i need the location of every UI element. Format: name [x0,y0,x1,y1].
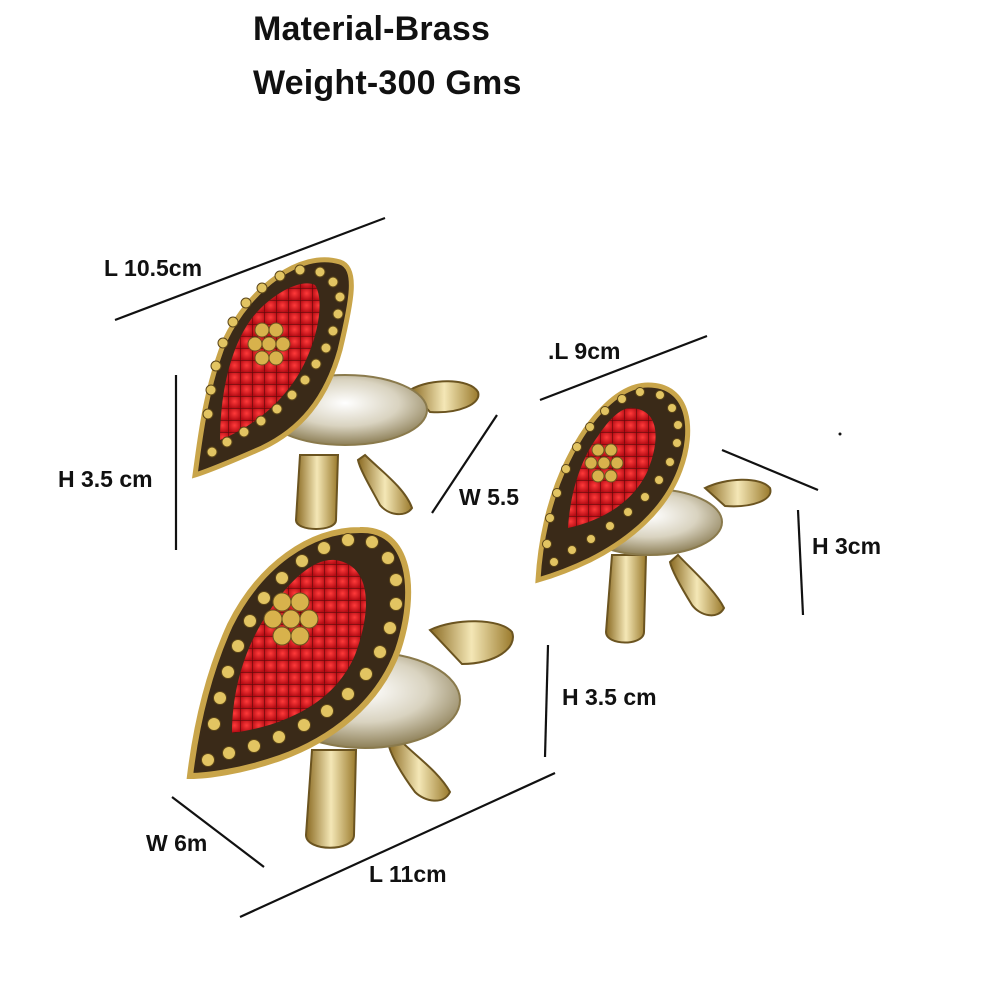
label-width-right: W 5.5 [459,484,520,510]
turtle-leg [294,454,340,530]
dim-line-length-top [114,216,386,322]
label-height-bottom: H 3.5 cm [562,684,657,710]
label-width-bottom: W 6m [146,830,208,856]
label-length-right: .L 9cm [548,338,621,364]
turtle-top-left-figure [191,257,480,530]
turtle-leg [304,749,358,849]
material-title: Material-Brass [253,10,491,48]
turtle-head [428,620,514,666]
dim-line-length-right [539,334,708,402]
label-height-top: H 3.5 cm [58,466,153,492]
label-height-right: H 3cm [812,533,882,559]
dim-line-width-right [431,414,498,514]
turtle-leg [356,453,414,516]
turtle-leg [604,554,648,644]
dim-line-height-bottom [543,644,550,758]
turtle-bottom-figure [186,526,514,849]
dim-line-length-bottom [239,771,556,919]
weight-title: Weight-300 Gms [253,64,522,102]
turtle-shell-red [232,559,366,733]
dim-line-height-right [796,509,805,616]
turtle-leg [668,553,726,617]
label-length-bottom: L 11cm [369,861,447,887]
turtle-head [703,478,772,508]
turtle-leg [386,733,452,802]
turtle-shell-red [568,407,656,528]
stray-dot [838,432,842,436]
dimension-lines [114,216,819,919]
dim-line-width-right-2 [721,448,819,492]
dim-line-width-bottom [171,796,265,868]
turtle-right-figure [535,382,772,644]
label-length-top: L 10.5cm [104,255,203,281]
